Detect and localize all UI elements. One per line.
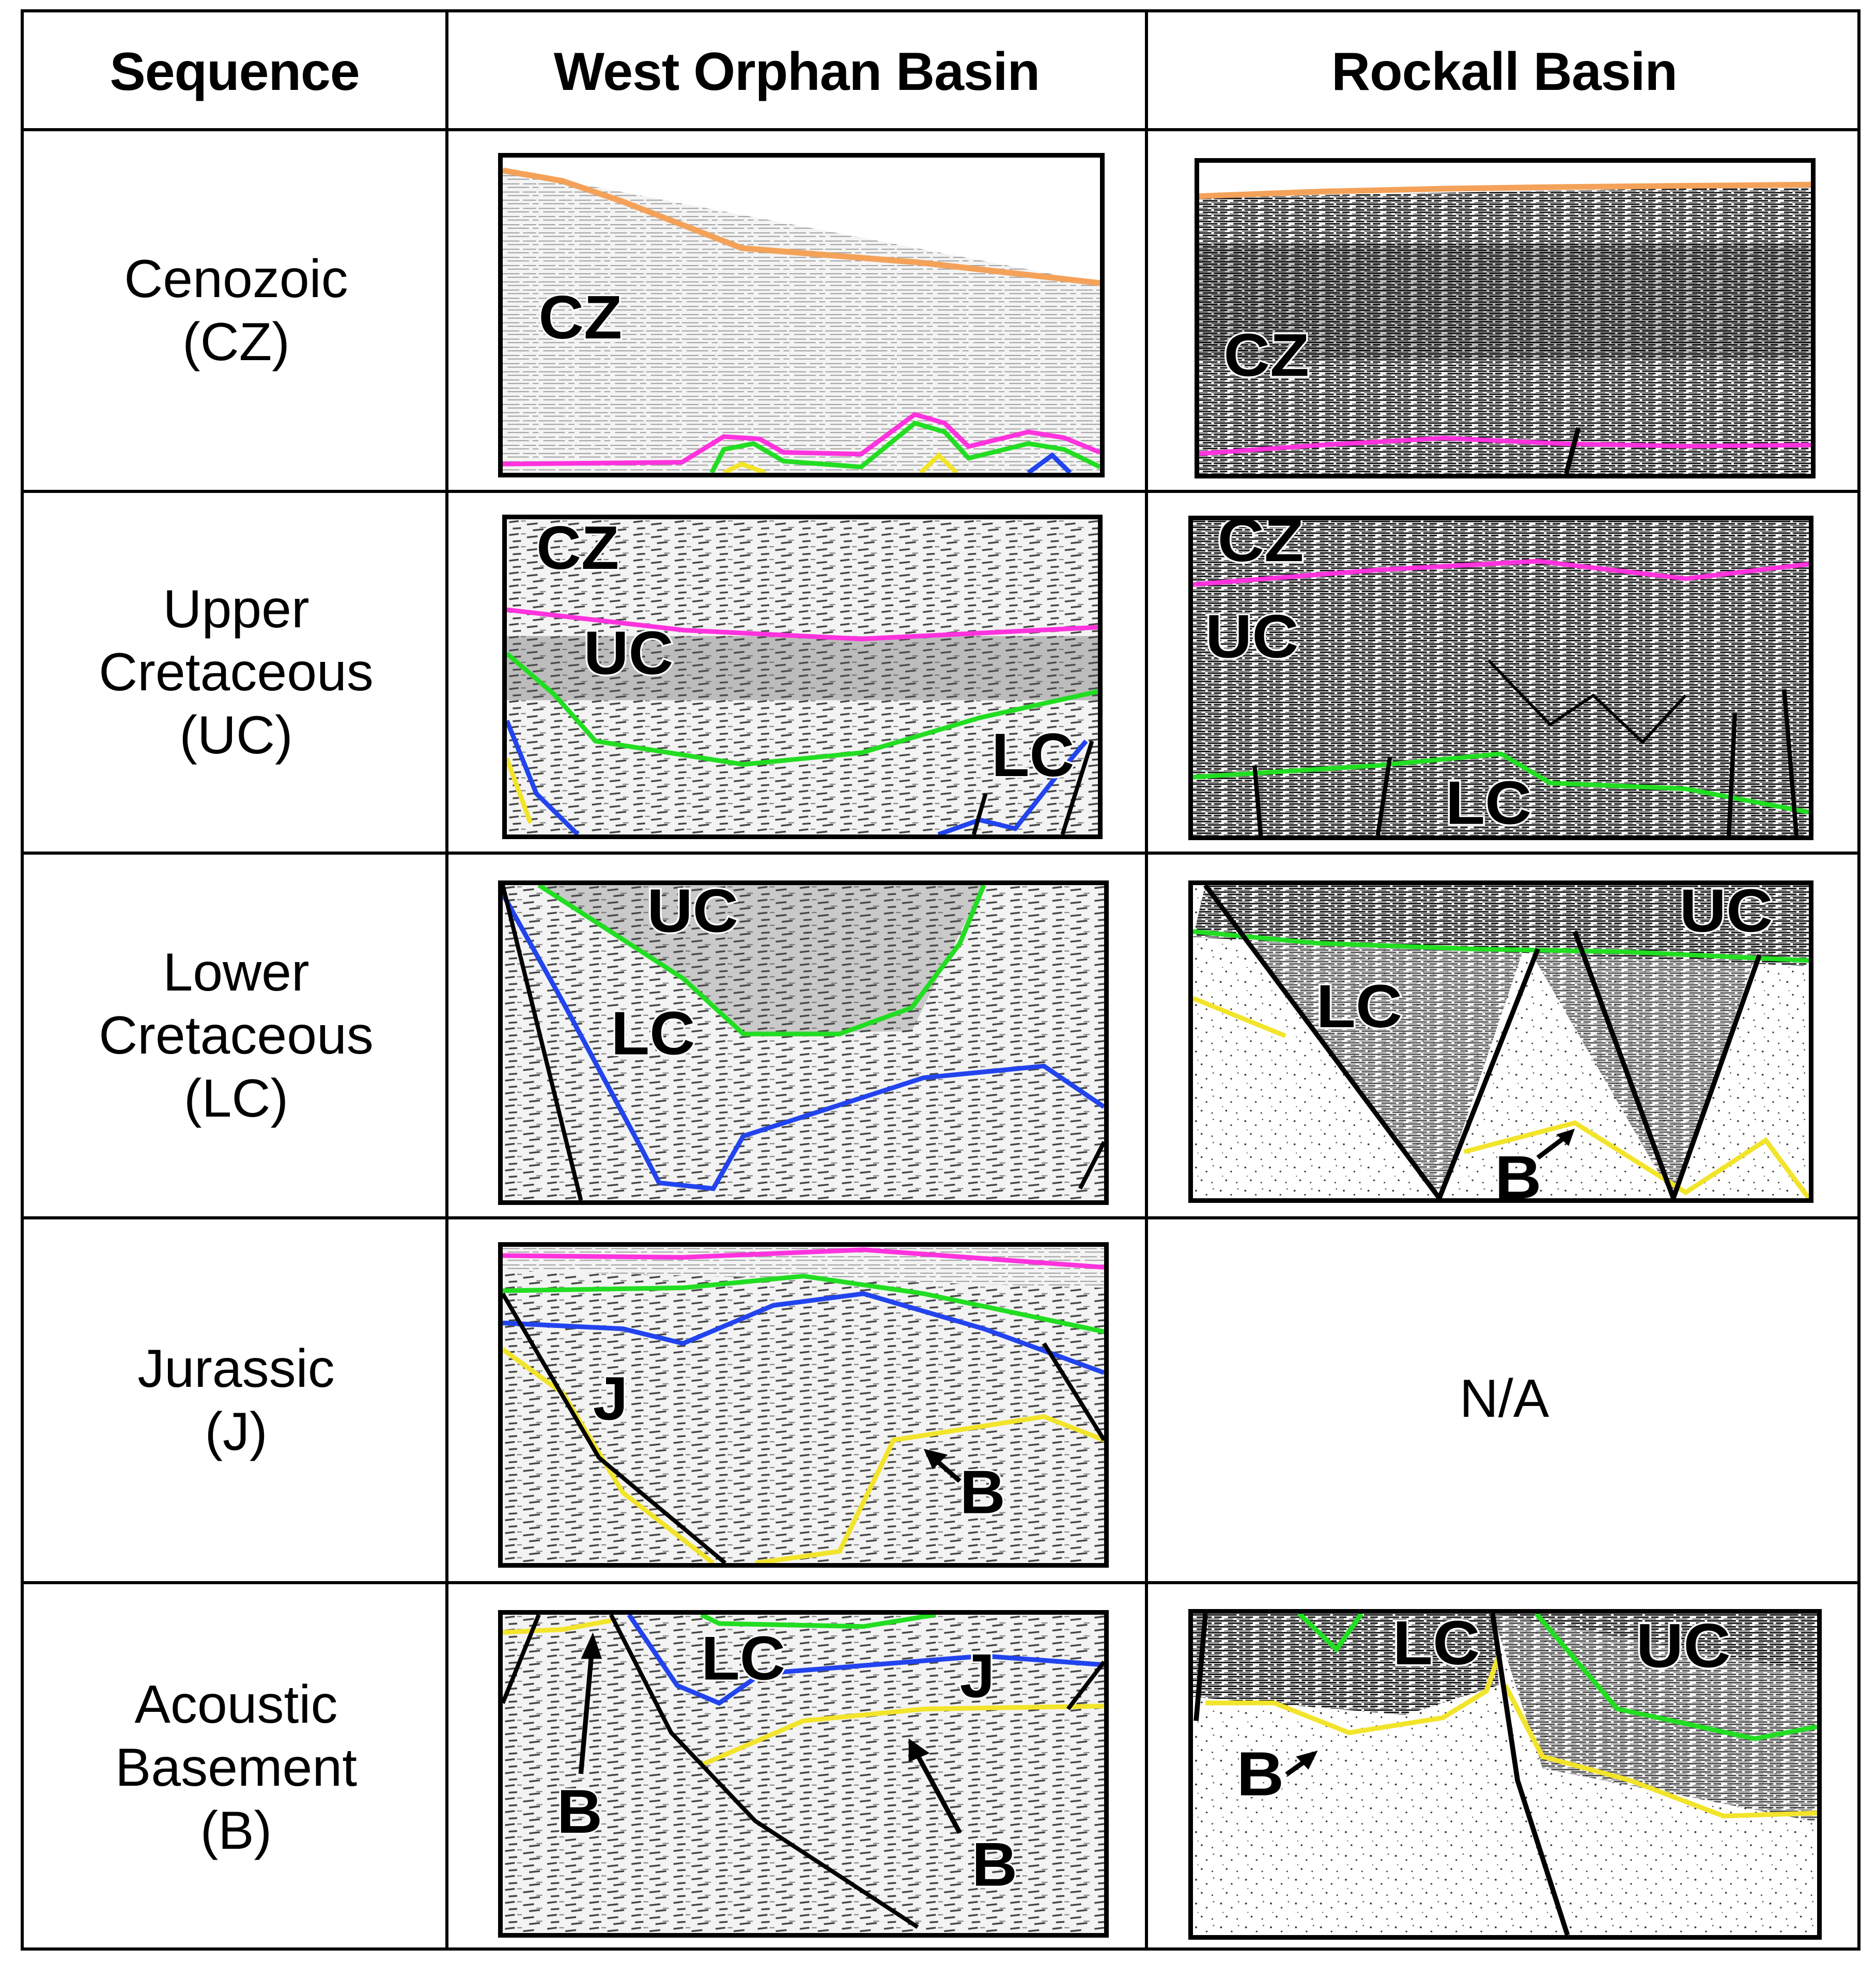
label-uc: UC [1205,602,1299,670]
column-divider [445,12,448,1947]
seismic-panel-rockall-b: LC UC B [1188,1609,1822,1940]
label-b: B [960,1458,1005,1526]
column-divider [1145,12,1148,1947]
label-lc: LC [991,721,1074,790]
label-cz: CZ [1223,321,1309,389]
label-b: B [972,1830,1017,1899]
seismic-panel-rockall-lc: UC LC B [1188,880,1813,1203]
header-divider [24,128,1857,131]
seismic-panel-rockall-cz: CZ [1195,158,1816,478]
sequence-table: Sequence West Orphan Basin Rockall Basin… [21,9,1861,1951]
label-uc: UC [584,619,673,687]
label-cz: CZ [1218,520,1304,574]
header-rockall-basin: Rockall Basin [1331,41,1678,102]
seismic-panel-west-j: J B [498,1242,1109,1568]
header-west-orphan-basin: West Orphan Basin [553,41,1040,102]
seismic-panel-west-lc: UC LC [498,880,1109,1205]
label-lc: LC [1316,972,1402,1040]
row-divider [24,490,1857,493]
label-lc: LC [701,1623,785,1693]
label-b: B [1237,1739,1284,1809]
label-lc: LC [1393,1614,1480,1678]
label-b: B [1495,1143,1541,1198]
label-j: J [593,1364,628,1433]
label-b: B [557,1776,602,1846]
label-uc: UC [647,885,738,945]
sequence-cenozoic: Cenozoic(CZ) [124,249,348,372]
seismic-panel-rockall-uc: CZ UC LC [1188,516,1813,840]
seismic-panel-west-uc: CZ UC LC [502,515,1103,839]
row-divider [24,852,1857,855]
label-uc: UC [1636,1614,1731,1681]
label-uc: UC [1680,885,1773,945]
seismic-panel-west-b: B LC J B [498,1610,1109,1938]
seismic-panel-west-cz: CZ [498,153,1105,477]
label-cz: CZ [536,519,619,582]
not-applicable-cell: N/A [1459,1368,1549,1429]
sequence-jurassic: Jurassic(J) [137,1339,335,1462]
label-cz: CZ [538,283,622,351]
header-sequence: Sequence [110,41,360,102]
row-divider [24,1216,1857,1219]
label-lc: LC [1446,768,1532,836]
label-j: J [960,1641,995,1711]
label-lc: LC [611,999,695,1068]
row-divider [24,1581,1857,1584]
